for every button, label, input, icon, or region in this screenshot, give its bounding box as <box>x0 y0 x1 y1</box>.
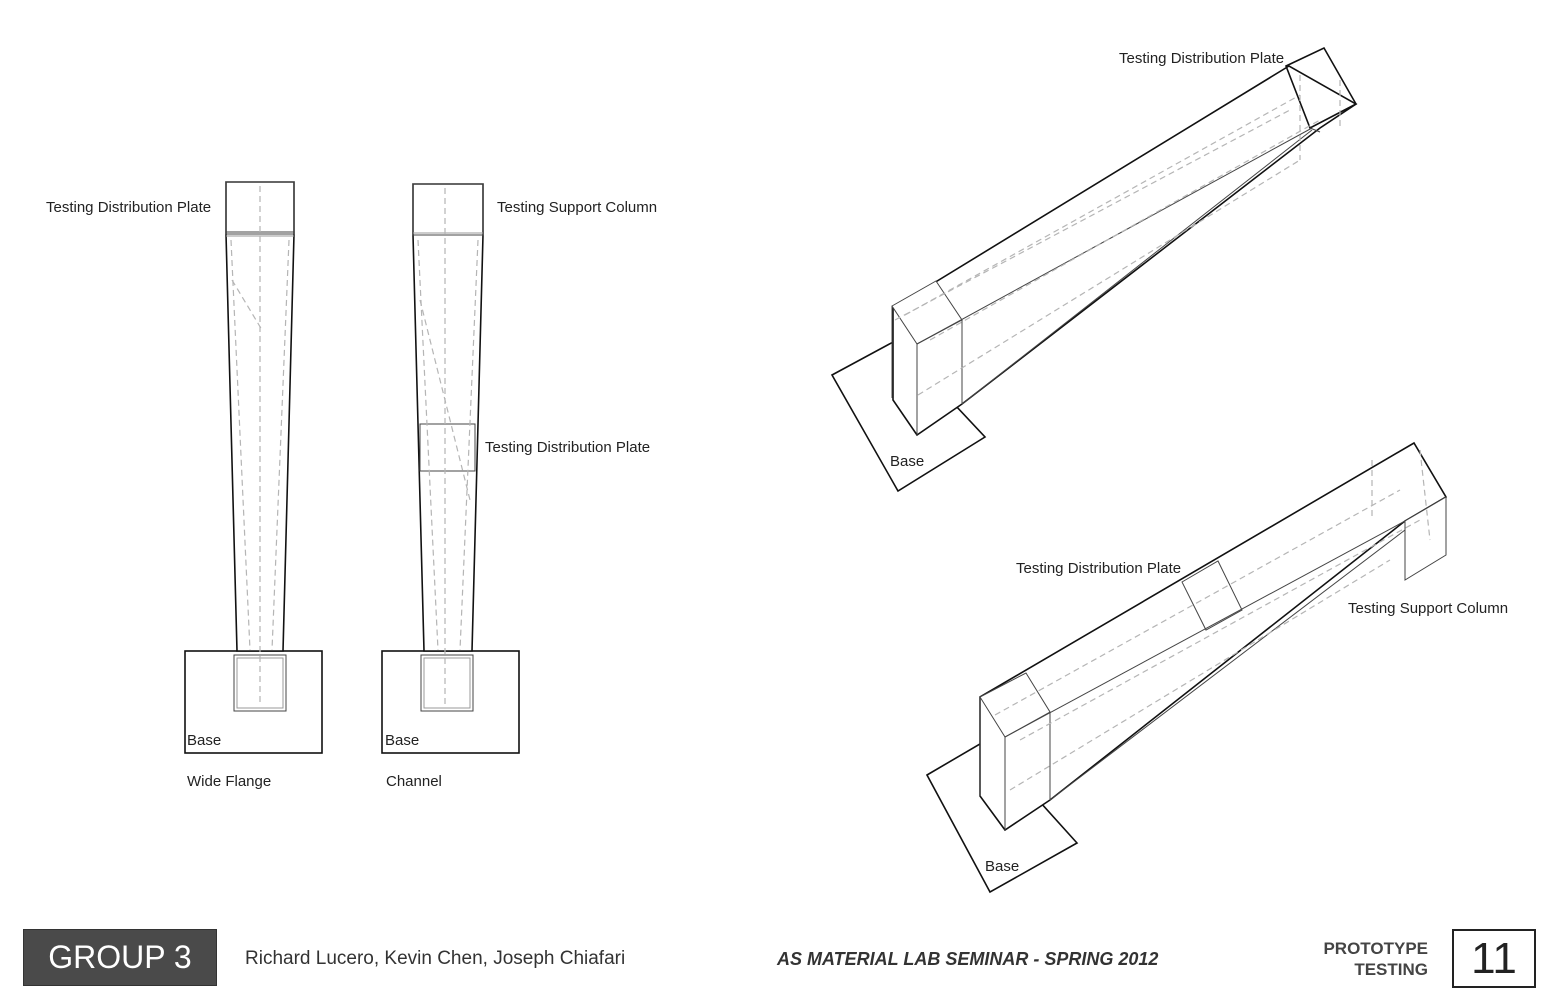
channel-base-label: Base <box>385 732 419 749</box>
wide-flange-elevation <box>184 181 323 754</box>
iso1-plate <box>1284 46 1358 130</box>
isometric-wide-flange <box>830 46 1358 493</box>
wide-flange-base-label: Base <box>187 732 221 749</box>
page-number: 11 <box>1452 929 1536 988</box>
iso2-column-label: Testing Support Column <box>1348 600 1508 617</box>
iso1-plate-label: Testing Distribution Plate <box>1119 50 1284 67</box>
authors: Richard Lucero, Kevin Chen, Joseph Chiaf… <box>245 948 626 969</box>
channel-caption: Channel <box>386 773 442 790</box>
footer: GROUP 3 Richard Lucero, Kevin Chen, Jose… <box>0 920 1558 1008</box>
group-badge: GROUP 3 <box>23 929 217 986</box>
seminar-title: AS MATERIAL LAB SEMINAR - SPRING 2012 <box>777 949 1159 969</box>
channel-support-column-cap <box>412 183 484 236</box>
iso2-support-column <box>1404 496 1447 581</box>
iso2-plate-label: Testing Distribution Plate <box>1016 560 1181 577</box>
iso1-beam <box>892 65 1358 437</box>
wide-flange-caption: Wide Flange <box>187 773 271 790</box>
channel-elevation <box>381 183 520 754</box>
channel-column-label: Testing Support Column <box>497 199 657 216</box>
wide-flange-plate-label: Testing Distribution Plate <box>46 199 211 216</box>
section-line-2: TESTING <box>1354 960 1428 979</box>
section-title: PROTOTYPE TESTING <box>1323 938 1428 980</box>
channel-plate-label: Testing Distribution Plate <box>485 439 650 456</box>
iso2-beam <box>979 441 1448 832</box>
wide-flange-plate <box>225 181 295 235</box>
channel-column <box>412 183 484 652</box>
prototype-drawing: Testing Distribution Plate Testing Suppo… <box>46 46 1508 894</box>
isometric-channel <box>925 441 1448 894</box>
iso2-plate <box>1181 560 1243 631</box>
iso2-base-label: Base <box>985 858 1019 875</box>
section-line-1: PROTOTYPE <box>1323 939 1428 958</box>
iso1-base-label: Base <box>890 453 924 470</box>
channel-plate <box>419 423 476 472</box>
